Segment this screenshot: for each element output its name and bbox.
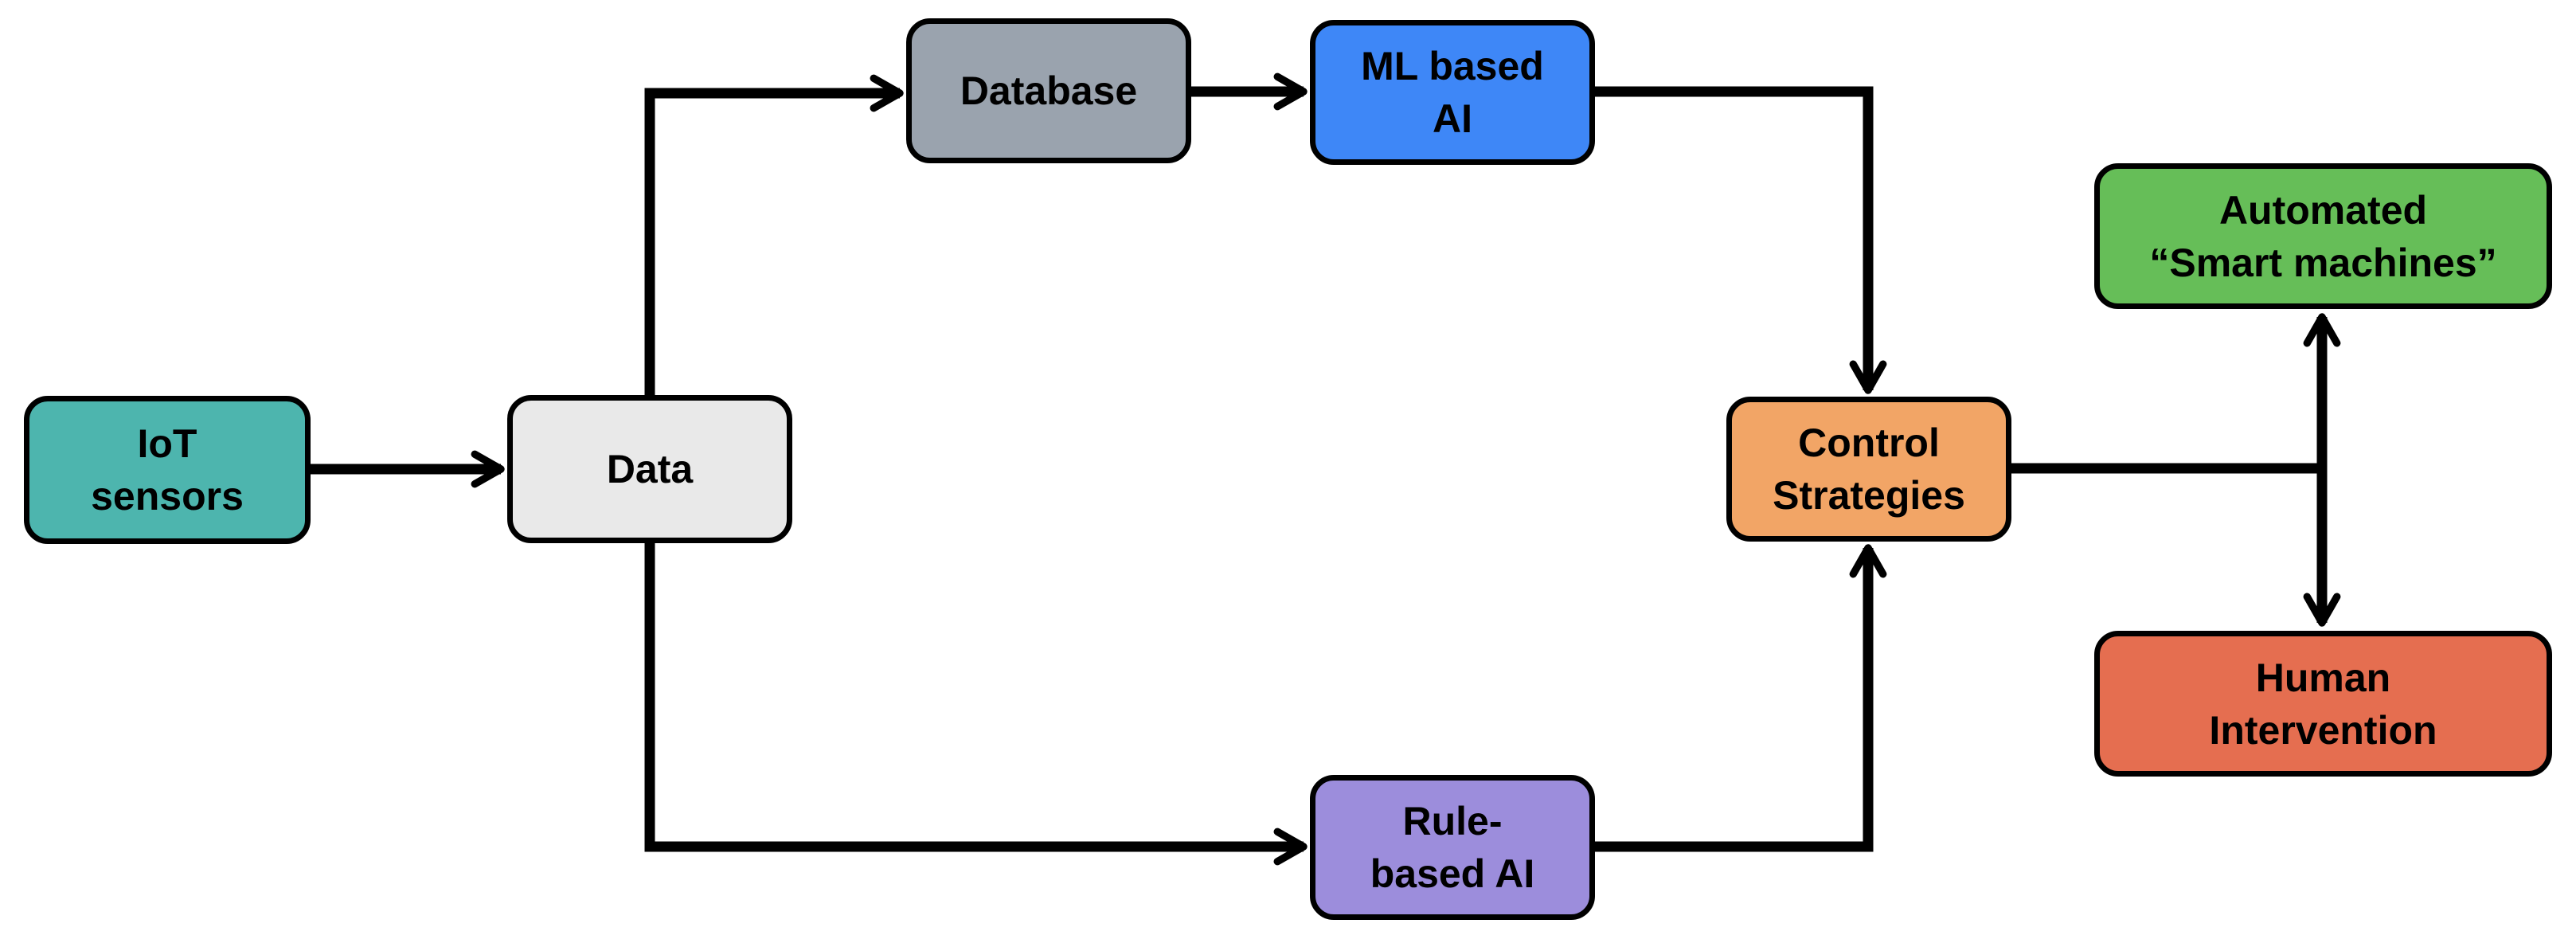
node-data: Data: [507, 395, 792, 543]
connector-rule-to-control: [1595, 544, 1887, 852]
node-database: Database: [906, 18, 1191, 163]
node-iot-sensors: IoT sensors: [24, 396, 311, 544]
node-automated-smart-machines: Automated “Smart machines”: [2094, 163, 2552, 309]
connector-data-to-database: [644, 74, 904, 395]
node-ml-based-ai: ML based AI: [1310, 20, 1595, 165]
node-rule-based-ai: Rule- based AI: [1310, 775, 1595, 920]
connector-ml-to-control: [1595, 86, 1887, 394]
node-control-strategies: Control Strategies: [1726, 397, 2011, 542]
connector-data-to-rule: [644, 543, 1308, 866]
node-human-intervention: Human Intervention: [2094, 631, 2552, 777]
